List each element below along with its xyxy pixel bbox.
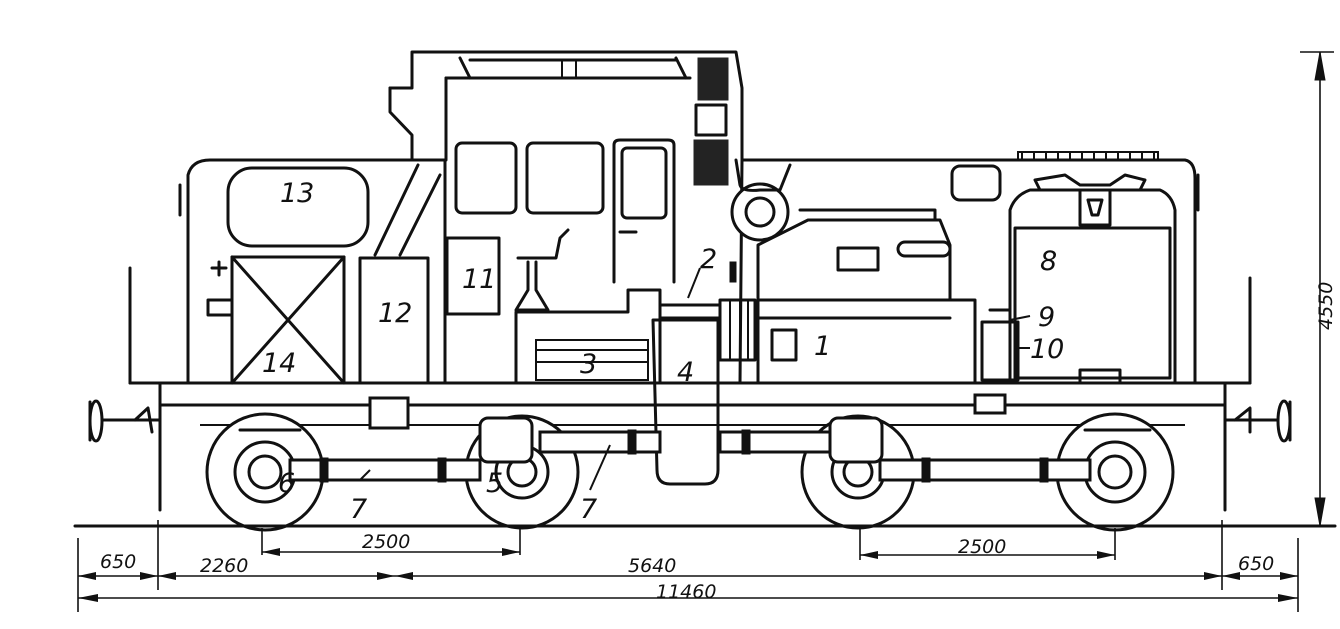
label-part-8: 8 bbox=[1040, 246, 1057, 277]
label-part-2: 2 bbox=[700, 244, 717, 275]
wheel-1 bbox=[205, 412, 325, 532]
component-1-engine bbox=[730, 158, 977, 385]
label-part-10: 10 bbox=[1030, 334, 1064, 365]
component-13-tank bbox=[226, 166, 370, 248]
dim-2500-left: 2500 bbox=[362, 531, 410, 553]
label-part-11: 11 bbox=[462, 264, 496, 295]
label-part-14: 14 bbox=[262, 348, 296, 379]
dimension-lines bbox=[77, 51, 1334, 612]
label-part-4: 4 bbox=[677, 357, 694, 388]
label-part-7-left: 7 bbox=[350, 494, 367, 525]
component-8-radiator bbox=[1013, 226, 1172, 380]
dim-650-left: 650 bbox=[100, 551, 136, 573]
component-11 bbox=[445, 236, 501, 316]
dim-2500-right: 2500 bbox=[958, 536, 1006, 558]
component-4-transmission bbox=[651, 318, 720, 486]
label-part-12: 12 bbox=[378, 298, 412, 329]
label-part-13: 13 bbox=[280, 178, 314, 209]
dim-5640: 5640 bbox=[628, 555, 676, 577]
label-part-7-right: 7 bbox=[580, 494, 597, 525]
label-part-9: 9 bbox=[1038, 302, 1055, 333]
component-12 bbox=[358, 256, 430, 385]
dim-2260: 2260 bbox=[200, 555, 248, 577]
dim-4550: 4550 bbox=[1315, 282, 1337, 330]
component-14-box bbox=[206, 255, 346, 385]
label-part-6: 6 bbox=[278, 468, 295, 499]
dim-11460: 11460 bbox=[656, 581, 716, 603]
label-part-1: 1 bbox=[814, 331, 831, 362]
component-2-coupling bbox=[658, 261, 757, 362]
label-part-5: 5 bbox=[486, 468, 503, 499]
label-part-3: 3 bbox=[580, 349, 597, 380]
wheel-4 bbox=[1055, 412, 1175, 532]
running-gear bbox=[73, 393, 1337, 532]
dim-650-right: 650 bbox=[1238, 553, 1274, 575]
